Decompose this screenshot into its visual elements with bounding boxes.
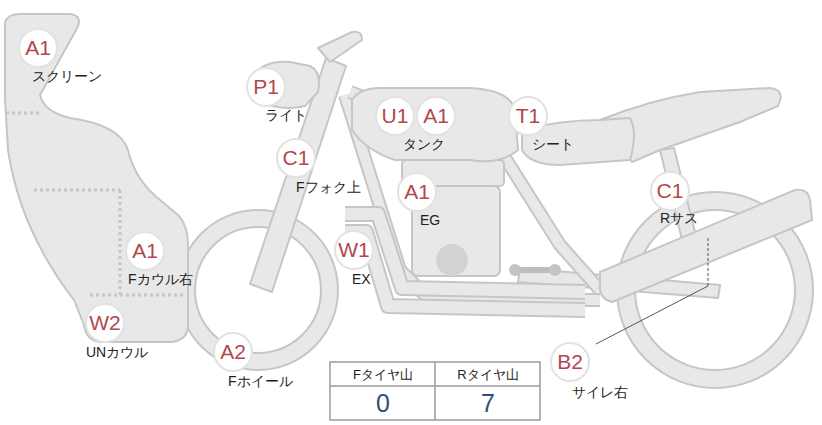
part-name: タンク xyxy=(403,135,445,153)
table-value: 0 xyxy=(331,387,435,419)
leader-line xyxy=(596,286,708,344)
section-line xyxy=(34,189,120,192)
muffler xyxy=(600,190,812,302)
part-name: Fカウル右 xyxy=(128,270,193,288)
damage-marker: A2Fホイール xyxy=(213,332,253,372)
table-header: Fタイヤ山 xyxy=(331,363,435,386)
tyre-table xyxy=(330,362,540,420)
fuel-tank xyxy=(352,88,518,161)
footpeg-end xyxy=(509,264,521,276)
damage-marker: A1スクリーン xyxy=(18,28,58,68)
front-wheel-inner xyxy=(195,227,321,353)
damage-code: A1 xyxy=(18,28,58,68)
damage-marker: T1シート xyxy=(508,96,548,136)
damage-code: A1 xyxy=(125,231,165,271)
damage-marker: P1ライト xyxy=(246,67,286,107)
damage-marker: W2UNカウル xyxy=(85,303,125,343)
damage-marker: C1Fフォク上 xyxy=(276,138,316,178)
part-name: Rサス xyxy=(660,209,698,227)
damage-marker: W1EX xyxy=(334,230,374,270)
damage-marker: A1Fカウル右 xyxy=(125,231,165,271)
part-name: サイレ右 xyxy=(572,383,628,401)
damage-marker: A1EG xyxy=(397,172,437,212)
table-header: Rタイヤ山 xyxy=(436,363,540,386)
front-wheel xyxy=(178,210,338,370)
table-value: 7 xyxy=(436,387,540,419)
section-line xyxy=(119,190,122,295)
damage-code: C1 xyxy=(650,171,690,211)
footpeg-end xyxy=(549,264,561,276)
part-name: Fフォク上 xyxy=(296,178,361,196)
damage-code: B2 xyxy=(550,342,590,382)
damage-code: T1 xyxy=(508,96,548,136)
front-fairing xyxy=(5,14,188,342)
damage-marker: B2サイレ右 xyxy=(550,342,590,382)
engine-cover xyxy=(436,244,468,276)
damage-marker: C1Rサス xyxy=(650,171,690,211)
damage-marker: A1 xyxy=(416,96,456,136)
table-rule xyxy=(434,362,436,420)
part-name: ライト xyxy=(265,106,307,124)
damage-marker: U1 xyxy=(375,96,415,136)
damage-code: W1 xyxy=(334,230,374,270)
part-name: スクリーン xyxy=(32,67,102,85)
damage-code: U1 xyxy=(375,96,415,136)
part-name: シート xyxy=(532,135,574,153)
damage-code: C1 xyxy=(276,138,316,178)
part-name: EX xyxy=(352,270,371,288)
handlebar xyxy=(318,32,362,62)
damage-code: A1 xyxy=(397,172,437,212)
section-line xyxy=(90,294,186,297)
damage-code: P1 xyxy=(246,67,286,107)
damage-code: A2 xyxy=(213,332,253,372)
part-name: Fホイール xyxy=(228,372,293,390)
section-line xyxy=(6,112,42,115)
damage-code: A1 xyxy=(416,96,456,136)
damage-code: W2 xyxy=(85,303,125,343)
part-name: UNカウル xyxy=(86,343,148,361)
leader-line xyxy=(708,238,709,286)
part-name: EG xyxy=(420,211,440,229)
